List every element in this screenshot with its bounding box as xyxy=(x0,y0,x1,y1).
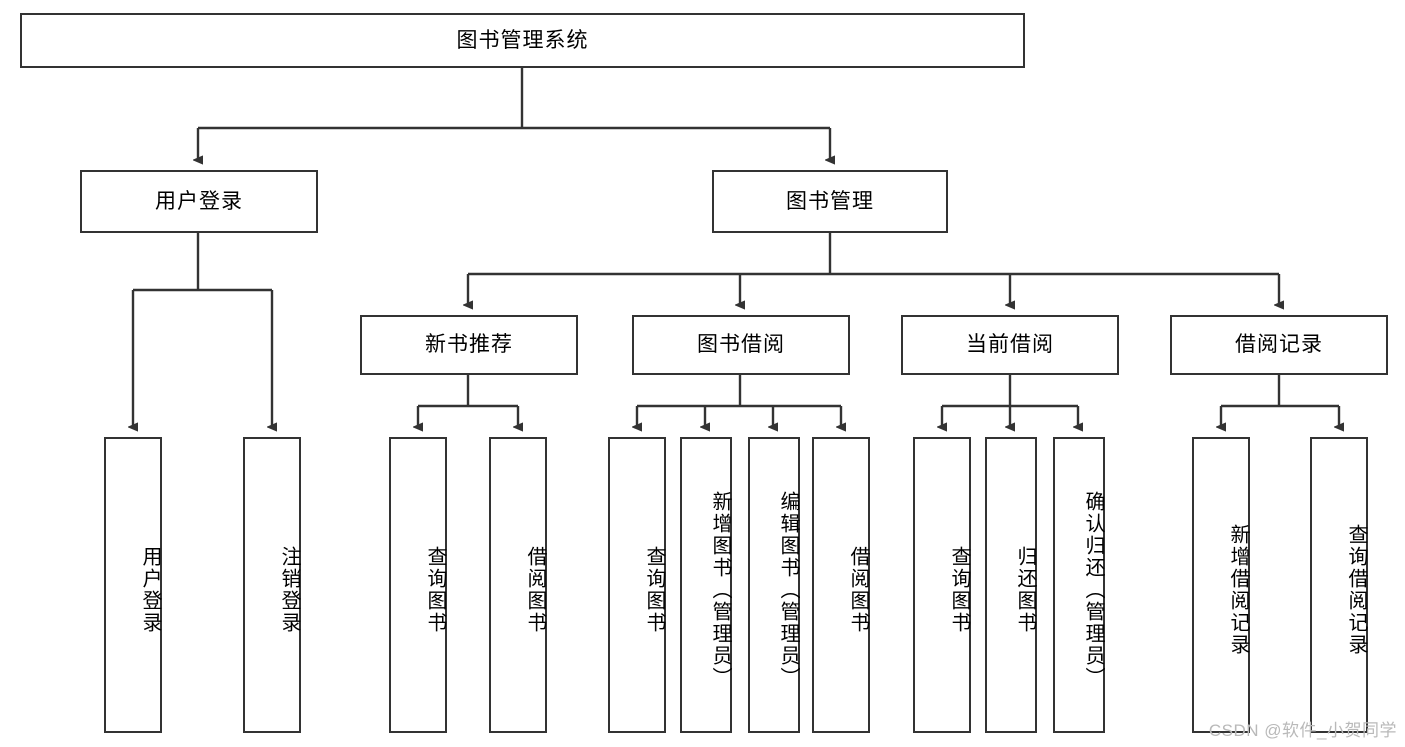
leaf-query-borrow-record-label: 查询借阅记录 xyxy=(1345,524,1367,656)
node-new-book-recommend-label: 新书推荐 xyxy=(425,333,513,357)
leaf-edit-book-admin-label: 编辑图书（管理员） xyxy=(777,491,799,689)
leaf-return-book[interactable]: 归还图书 xyxy=(985,437,1037,733)
leaf-borrow-book[interactable]: 借阅图书 xyxy=(812,437,870,733)
node-current-borrow[interactable]: 当前借阅 xyxy=(901,315,1119,375)
leaf-user-login[interactable]: 用户登录 xyxy=(104,437,162,733)
leaf-add-borrow-record-label: 新增借阅记录 xyxy=(1227,524,1249,656)
leaf-return-book-label: 归还图书 xyxy=(1014,546,1036,634)
node-book-borrow-label: 图书借阅 xyxy=(697,333,785,357)
leaf-borrow-book-label: 借阅图书 xyxy=(847,546,869,634)
leaf-query-book-recommend-label: 查询图书 xyxy=(424,546,446,634)
csdn-watermark: CSDN @软件_小贺同学 xyxy=(1208,721,1397,740)
leaf-add-book-admin[interactable]: 新增图书（管理员） xyxy=(680,437,732,733)
leaf-query-book-current[interactable]: 查询图书 xyxy=(913,437,971,733)
leaf-query-book-borrow-label: 查询图书 xyxy=(643,546,665,634)
leaf-borrow-book-recommend[interactable]: 借阅图书 xyxy=(489,437,547,733)
node-book-management[interactable]: 图书管理 xyxy=(712,170,948,233)
leaf-confirm-return-admin-label: 确认归还（管理员） xyxy=(1082,491,1104,689)
node-root-label: 图书管理系统 xyxy=(456,28,589,52)
node-root[interactable]: 图书管理系统 xyxy=(20,13,1025,68)
leaf-edit-book-admin[interactable]: 编辑图书（管理员） xyxy=(748,437,800,733)
leaf-logout[interactable]: 注销登录 xyxy=(243,437,301,733)
leaf-query-borrow-record[interactable]: 查询借阅记录 xyxy=(1310,437,1368,733)
leaf-logout-label: 注销登录 xyxy=(278,546,300,634)
node-book-management-label: 图书管理 xyxy=(786,189,874,213)
leaf-query-book-current-label: 查询图书 xyxy=(948,546,970,634)
leaf-user-login-label: 用户登录 xyxy=(139,546,161,634)
leaf-add-borrow-record[interactable]: 新增借阅记录 xyxy=(1192,437,1250,733)
node-current-borrow-label: 当前借阅 xyxy=(966,333,1054,357)
node-borrow-record-label: 借阅记录 xyxy=(1235,333,1323,357)
node-new-book-recommend[interactable]: 新书推荐 xyxy=(360,315,578,375)
node-user-login-label: 用户登录 xyxy=(155,189,243,213)
leaf-query-book-recommend[interactable]: 查询图书 xyxy=(389,437,447,733)
leaf-query-book-borrow[interactable]: 查询图书 xyxy=(608,437,666,733)
node-borrow-record[interactable]: 借阅记录 xyxy=(1170,315,1388,375)
node-user-login[interactable]: 用户登录 xyxy=(80,170,318,233)
leaf-confirm-return-admin[interactable]: 确认归还（管理员） xyxy=(1053,437,1105,733)
leaf-borrow-book-recommend-label: 借阅图书 xyxy=(524,546,546,634)
node-book-borrow[interactable]: 图书借阅 xyxy=(632,315,850,375)
leaf-add-book-admin-label: 新增图书（管理员） xyxy=(709,491,731,689)
